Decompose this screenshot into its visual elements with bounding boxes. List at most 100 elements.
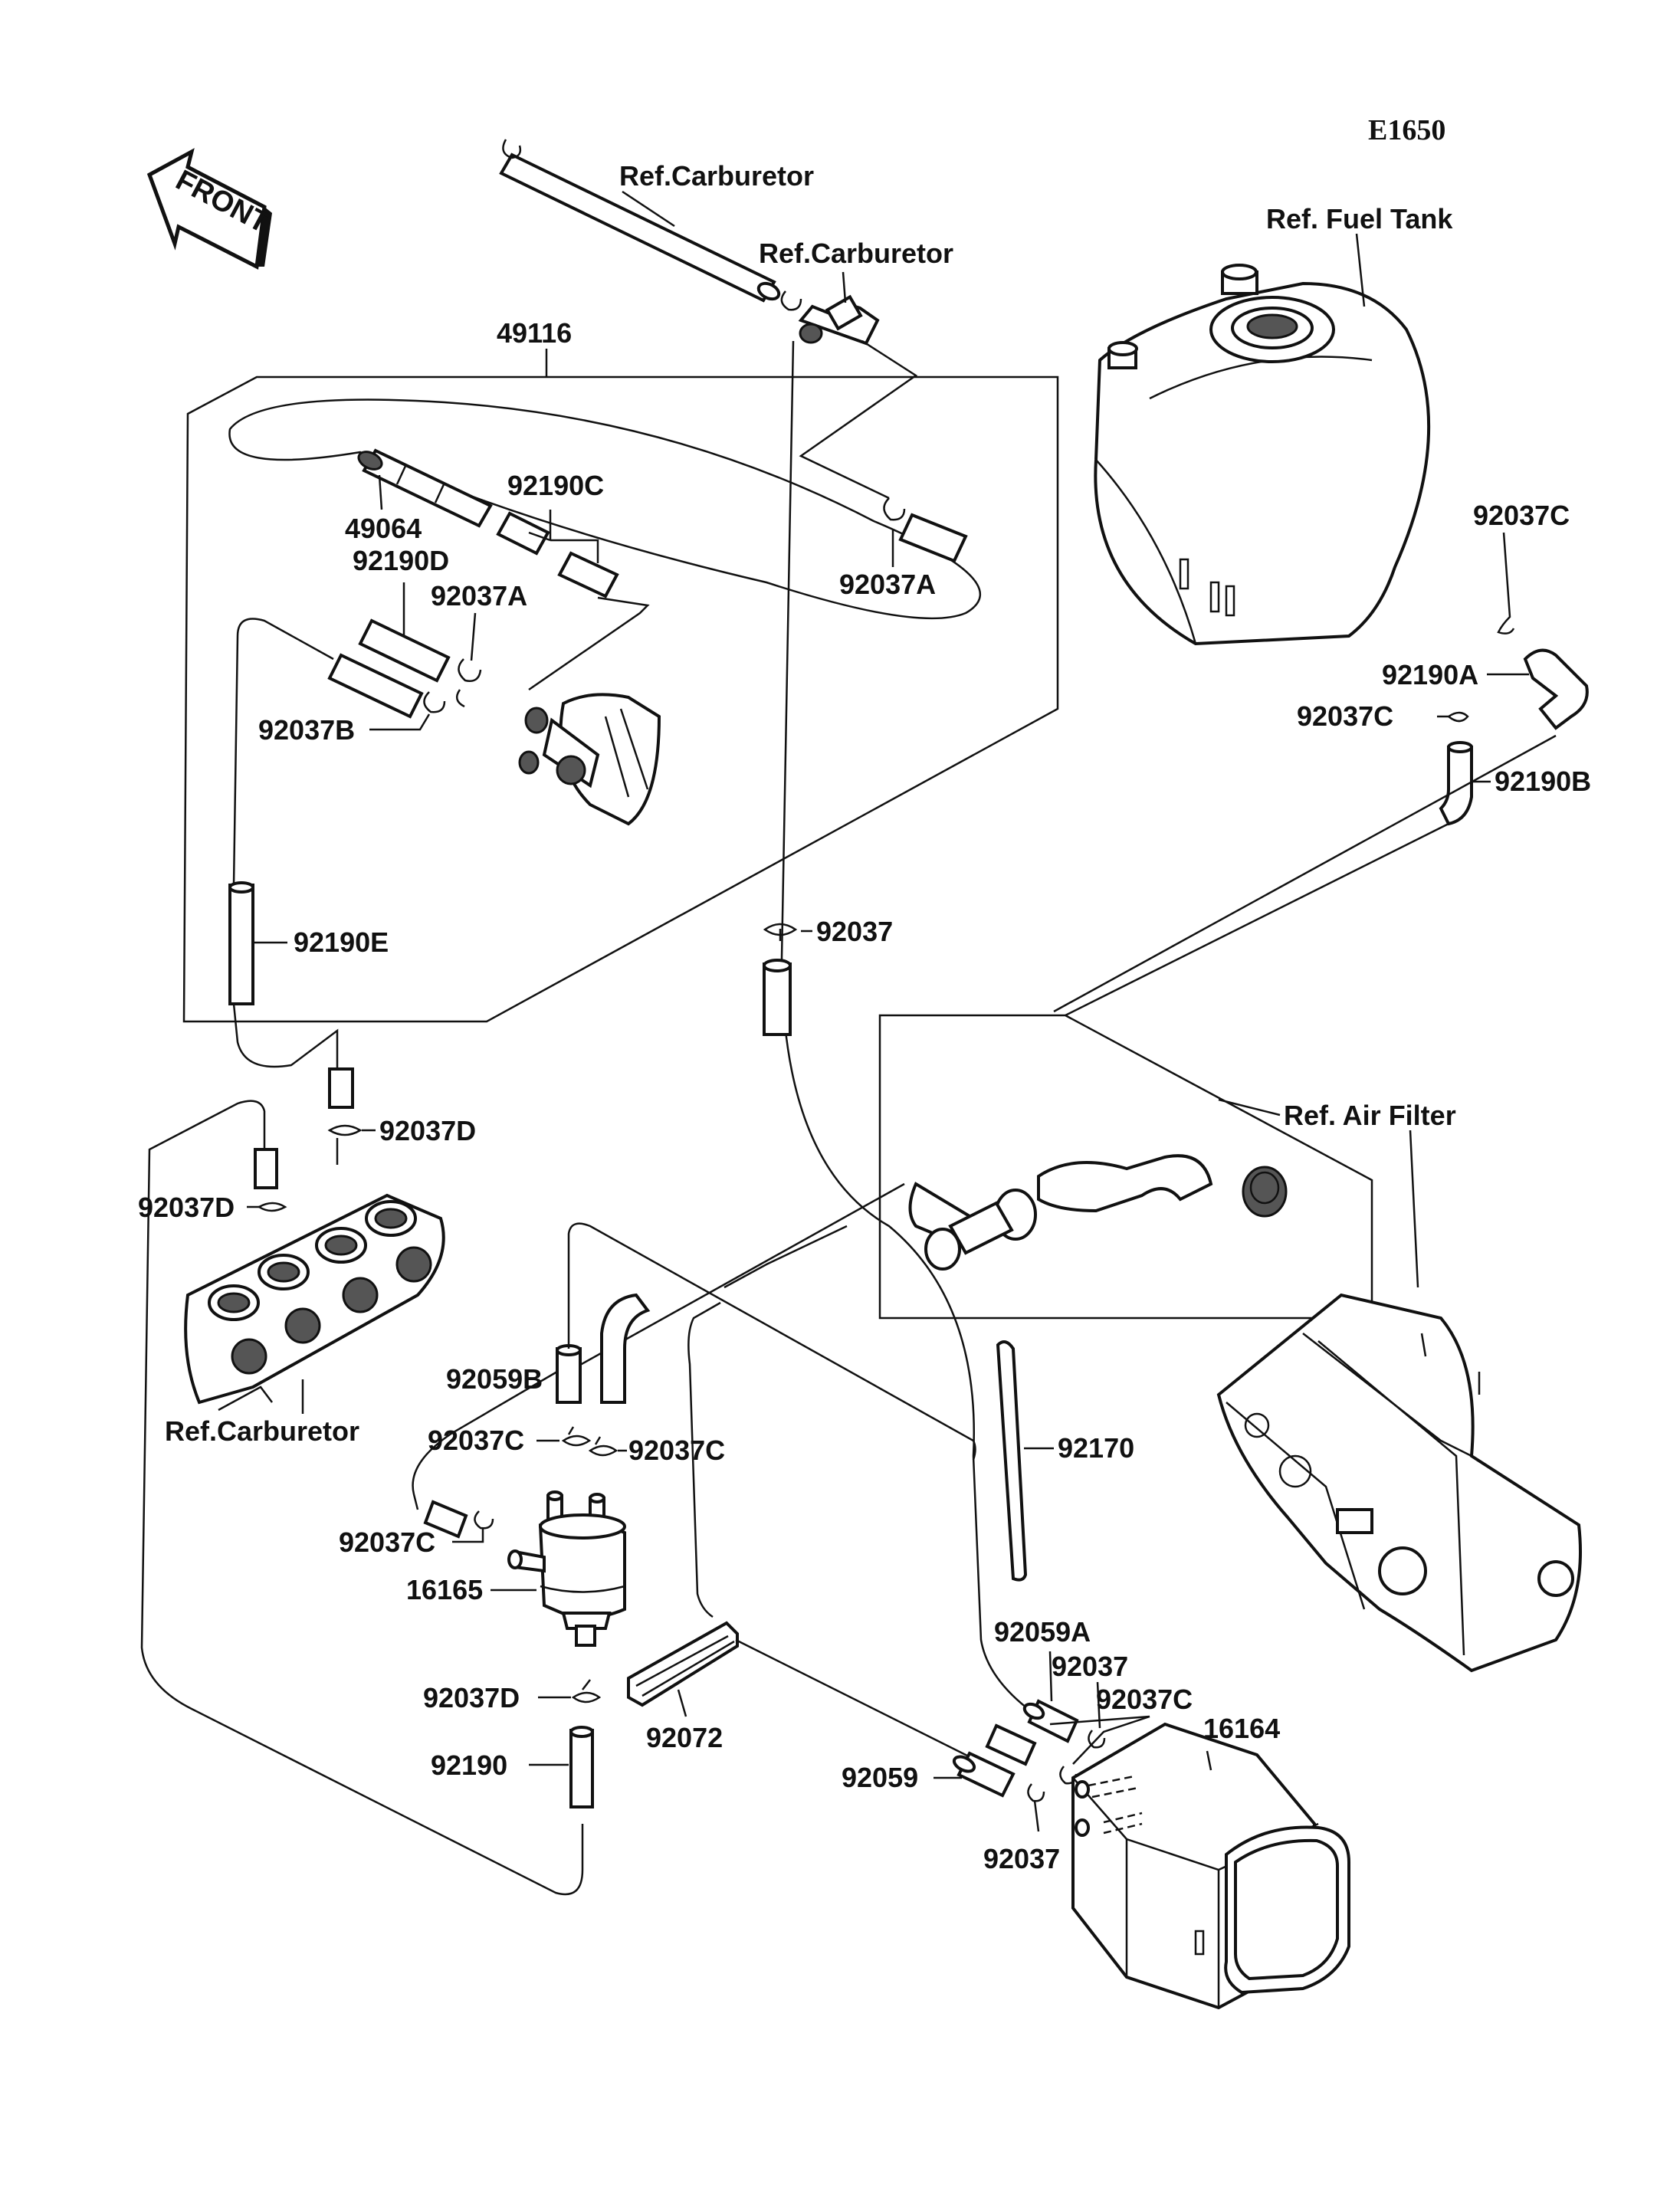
- part-92059A-label: 92059A: [994, 1616, 1091, 1648]
- part-92190B: [1439, 741, 1473, 826]
- leader-line: [528, 596, 650, 691]
- ref-carburetor-mid-label: Ref.Carburetor: [759, 238, 953, 269]
- part-92190E: [228, 618, 334, 1005]
- clip-92037-mid: [763, 923, 798, 1036]
- fuel-pump-body: [518, 693, 661, 826]
- air-filter-group: [878, 1014, 1373, 1320]
- part-92170: [996, 1340, 1028, 1582]
- ref-fuel-tank-label: Ref. Fuel Tank: [1266, 203, 1453, 234]
- leader-line: [470, 612, 477, 661]
- clip-92037B: [423, 691, 446, 713]
- leader-line: [1206, 1750, 1212, 1771]
- part-92190: [569, 1726, 594, 1808]
- ref-air-filter-label: Ref. Air Filter: [1284, 1100, 1456, 1131]
- air-filter-housing: [1216, 1293, 1582, 1673]
- hose-route-line: [232, 1003, 339, 1069]
- leader-line: [528, 510, 599, 563]
- hose-route-line: [799, 339, 918, 500]
- part-92190C-label: 92190C: [507, 470, 604, 501]
- clip-92037-mid-label: 92037: [816, 916, 893, 947]
- hose-route-line: [1049, 1715, 1150, 1726]
- leader-line: [622, 190, 675, 228]
- clip-92037C-tank: [1497, 532, 1515, 635]
- part-92059: [952, 1723, 1037, 1798]
- leader-line: [369, 713, 431, 731]
- clip-92037C-tank2: [1437, 711, 1469, 723]
- part-92059B: [556, 1293, 651, 1404]
- leader-line: [1048, 1651, 1053, 1702]
- leader-line: [1218, 1098, 1281, 1117]
- clip-92037D-top: [327, 1067, 363, 1165]
- part-92190A-label: 92190A: [1382, 659, 1478, 690]
- hose-route-line: [412, 1370, 558, 1510]
- ref-carburetor-bottom-label: Ref.Carburetor: [165, 1415, 359, 1447]
- part-92072: [627, 1621, 739, 1707]
- hose-route-line: [1053, 734, 1557, 1013]
- clip-92037C-a-label: 92037C: [428, 1425, 524, 1456]
- clip-92037-low1: [1088, 1730, 1106, 1749]
- clip-92037A-left: [455, 658, 482, 708]
- ref-carburetor-top-label: Ref.Carburetor: [619, 160, 814, 192]
- leader-line: [1033, 1800, 1040, 1832]
- clip-92037D-low-label: 92037D: [423, 1682, 520, 1713]
- carburetor-bank: [184, 1193, 445, 1412]
- front-arrow-icon: FRONT: [146, 148, 274, 270]
- part-49064-label: 49064: [345, 513, 422, 544]
- diagram-code: E1650: [1368, 114, 1445, 146]
- part-92190-label: 92190: [431, 1749, 507, 1781]
- hose-route-line: [735, 1638, 982, 1764]
- part-92190D-label: 92190D: [353, 545, 449, 576]
- clip-92037C-b: [588, 1436, 619, 1457]
- hose-route-line: [724, 1225, 848, 1289]
- clip-92037D-top-label: 92037D: [379, 1115, 476, 1146]
- clip-92037C-tank-label: 92037C: [1473, 500, 1570, 531]
- hose-route-line: [780, 340, 1051, 1726]
- clip-92037-low2: [1027, 1783, 1045, 1802]
- clip-92037C-tank2-label: 92037C: [1297, 700, 1393, 732]
- leader-line: [842, 271, 847, 303]
- part-92190E-label: 92190E: [294, 926, 389, 958]
- hose-route-line: [567, 1222, 976, 1461]
- hose-route-line: [574, 1182, 905, 1369]
- clip-92037C-a: [561, 1426, 592, 1447]
- clip-92037C-c-label: 92037C: [339, 1526, 435, 1558]
- hose-route-line: [140, 1100, 584, 1896]
- leader-line: [677, 1689, 687, 1717]
- part-16164: [1071, 1722, 1350, 2010]
- clip-92037-low2-label: 92037: [983, 1843, 1060, 1874]
- part-92059-label: 92059: [842, 1762, 918, 1793]
- part-92190B-label: 92190B: [1495, 766, 1591, 797]
- part-16165: [507, 1490, 626, 1647]
- fuel-tank: [1094, 264, 1431, 646]
- clip-92037-low1-label: 92037: [1052, 1651, 1128, 1682]
- leader-line: [378, 474, 383, 510]
- part-49116-label: 49116: [497, 317, 572, 349]
- hose-route-line: [687, 1301, 721, 1618]
- part-92170-label: 92170: [1058, 1432, 1134, 1464]
- part-92190C: [496, 511, 619, 598]
- hose-route-line: [1065, 822, 1449, 1017]
- clip-92037D-low: [571, 1679, 602, 1703]
- part-16164-label: 16164: [1203, 1713, 1280, 1744]
- part-92190A: [1523, 648, 1589, 730]
- short-hose: [423, 1500, 468, 1539]
- t-fitting: [798, 294, 880, 346]
- fuel-pump-assembly-group: [182, 349, 1059, 1023]
- part-92072-label: 92072: [646, 1722, 723, 1753]
- part-92190D: [327, 618, 451, 719]
- leader-line: [1355, 233, 1366, 307]
- clip-92037C-low-label: 92037C: [1096, 1684, 1193, 1715]
- leader-line: [1409, 1130, 1419, 1288]
- clip-92037D-left-label: 92037D: [138, 1192, 235, 1223]
- clip-92037A-right-label: 92037A: [839, 569, 936, 600]
- clip-92037D-left: [254, 1148, 287, 1212]
- leader-line: [1072, 1715, 1150, 1765]
- clip-92037C-c: [474, 1510, 494, 1530]
- part-49064: [357, 448, 493, 528]
- leader-line: [452, 1529, 484, 1543]
- top-breather-tube: [499, 139, 802, 311]
- clip-92037A-left-label: 92037A: [431, 580, 527, 612]
- part-16165-label: 16165: [406, 1574, 483, 1605]
- clip-92037C-b-label: 92037C: [628, 1435, 725, 1466]
